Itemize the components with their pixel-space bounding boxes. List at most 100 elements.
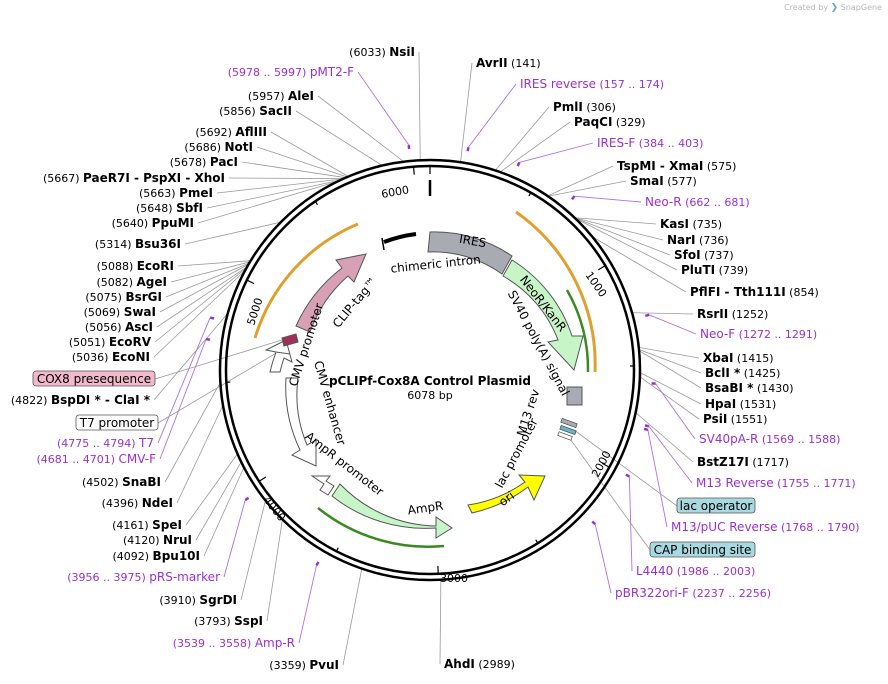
enzyme-label: (5663) PmeI [139, 186, 213, 200]
enzyme-label: (3359) PvuI [269, 658, 339, 672]
primer-label: M13 Reverse (1755 .. 1771) [696, 476, 856, 490]
feature-cmv-enhancer [285, 377, 317, 467]
feature-clip-tag [295, 253, 367, 333]
enzyme-label: (5036) EcoNI [72, 350, 150, 364]
primer-label: SV40pA-R (1569 .. 1588) [699, 432, 840, 446]
enzyme-label: PsiI (1551) [703, 412, 767, 426]
enzyme-label: (5692) AflIII [195, 125, 267, 139]
credit-brand: SnapGene [840, 3, 882, 12]
enzyme-label: (5069) SwaI [84, 305, 156, 319]
primer-label: IRES-F (384 .. 403) [597, 136, 703, 150]
leader-lines [153, 51, 702, 666]
tick-1000: 1000 [583, 269, 610, 299]
boxed-label: CAP binding site [654, 543, 752, 557]
enzyme-label: (5678) PacI [170, 155, 238, 169]
enzyme-label: (4822) BspDI * - ClaI * [11, 393, 151, 407]
snapgene-logo-icon: ❯ [830, 3, 839, 13]
enzyme-label: (5640) PpuMI [112, 216, 194, 230]
enzyme-label: (4396) NdeI [102, 496, 173, 510]
enzyme-label: (3910) SgrDI [159, 593, 237, 607]
enzyme-label: PmlI (306) [553, 100, 616, 114]
boxed-label: lac operator [680, 499, 753, 513]
enzyme-label: (5051) EcoRV [69, 335, 152, 349]
boxed-label: T7 promoter [79, 416, 155, 430]
enzyme-label: (5082) AgeI [96, 275, 167, 289]
feature-ampr-promoter [310, 475, 335, 496]
enzyme-label: PaqCI (329) [574, 115, 646, 129]
enzyme-label: BsaBI * (1430) [705, 381, 794, 395]
enzyme-label: (6033) NsiI [349, 45, 415, 59]
feature-ori [467, 474, 546, 514]
tick-5000: 5000 [244, 296, 265, 327]
enzyme-label: (5075) BsrGI [85, 290, 162, 304]
credit-prefix: Created by [784, 3, 829, 12]
enzyme-label: (5314) Bsu36I [95, 237, 181, 251]
plasmid-name: pCLIPf-Cox8A Control Plasmid [329, 374, 531, 388]
feature-neor-kanr [502, 259, 584, 372]
tick-marks [226, 166, 634, 574]
label-ampr: AmpR [407, 499, 444, 518]
enzyme-label: (5667) PaeR7I - PspXI - XhoI [43, 171, 225, 185]
primer-label: (3956 .. 3975) pRS-marker [67, 570, 220, 584]
enzyme-label: (4092) Bpu10I [112, 549, 200, 563]
boxed-labels: COX8 presequence T7 promoter lac operatorC… [32, 370, 756, 558]
enzyme-label: (3793) SspI [194, 614, 263, 628]
enzyme-label: AhdI (2989) [444, 657, 515, 671]
label-chimeric-intron: chimeric intron [390, 252, 482, 275]
feature-cox8 [281, 333, 299, 347]
snapgene-credit: Created by ❯ SnapGene [784, 3, 882, 13]
enzyme-label: (4161) SpeI [112, 518, 182, 532]
enzyme-label: SfoI (737) [674, 248, 734, 262]
tick-3000: 3000 [440, 572, 468, 585]
enzyme-label: (4502) SnaBI [82, 475, 161, 489]
primer-label: (3539 .. 3558) Amp-R [173, 636, 295, 650]
enzyme-label: KasI (735) [660, 217, 722, 231]
enzyme-label: AvrII (141) [476, 56, 541, 70]
enzyme-label: PluTI (739) [681, 263, 748, 277]
feature-cmv-promoter [264, 339, 293, 373]
boxed-label: COX8 presequence [37, 372, 151, 386]
enzyme-label: RsrII (1252) [697, 307, 768, 321]
primer-label: (5978 .. 5997) pMT2-F [228, 65, 354, 79]
primer-label: Neo-R (662 .. 681) [645, 195, 750, 209]
primer-label: (4681 .. 4701) CMV-F [36, 452, 156, 466]
primer-labels: (5978 .. 5997) pMT2-F IRES reverse (157 .… [36, 65, 859, 650]
enzyme-label: SmaI (577) [630, 174, 697, 188]
feature-sv40-polya [566, 386, 583, 406]
primer-label: (4775 .. 4794) T7 [57, 436, 154, 450]
features [264, 231, 584, 539]
enzyme-label: (5957) AleI [248, 89, 314, 103]
feature-chimeric-intron [383, 232, 417, 244]
enzyme-label: (5686) NotI [184, 140, 253, 154]
enzyme-label: (4120) NruI [123, 533, 192, 547]
label-ires: IRES [458, 232, 487, 250]
enzyme-label: XbaI (1415) [703, 351, 773, 365]
enzyme-labels: (6033) NsiI AvrII (141) (5957) AleI(5856) … [11, 45, 819, 672]
enzyme-label: NarI (736) [667, 233, 729, 247]
feature-arcs [253, 210, 597, 548]
feature-m13-marks [557, 417, 578, 441]
boxed-label-bg [32, 370, 156, 387]
boxed-label-bg [75, 414, 159, 431]
enzyme-label: (5856) SacII [219, 104, 292, 118]
primer-label: M13/pUC Reverse (1768 .. 1790) [671, 520, 860, 534]
enzyme-label: TspMI - XmaI (575) [617, 159, 736, 173]
boxed-label-bg [649, 541, 756, 558]
feature-ires [427, 231, 513, 275]
enzyme-label: BstZ17I (1717) [697, 455, 789, 469]
primer-label: IRES reverse (157 .. 174) [520, 77, 664, 91]
boxed-label-bg [676, 497, 756, 514]
enzyme-label: PflFI - Tth111I (854) [690, 285, 819, 299]
primer-label: Neo-F (1272 .. 1291) [700, 327, 817, 341]
tick-6000: 6000 [380, 183, 410, 201]
primer-label: pBR322ori-F (2237 .. 2256) [615, 586, 771, 600]
feature-ampr [331, 483, 453, 539]
primer-label: L4440 (1986 .. 2003) [636, 564, 755, 578]
primer-marks [205, 144, 656, 567]
plasmid-length: 6078 bp [407, 389, 452, 402]
enzyme-label: (5088) EcoRI [97, 259, 174, 273]
enzyme-label: (5056) AscI [85, 320, 153, 334]
enzyme-label: HpaI (1531) [705, 397, 776, 411]
enzyme-label: BclI * (1425) [705, 366, 780, 380]
